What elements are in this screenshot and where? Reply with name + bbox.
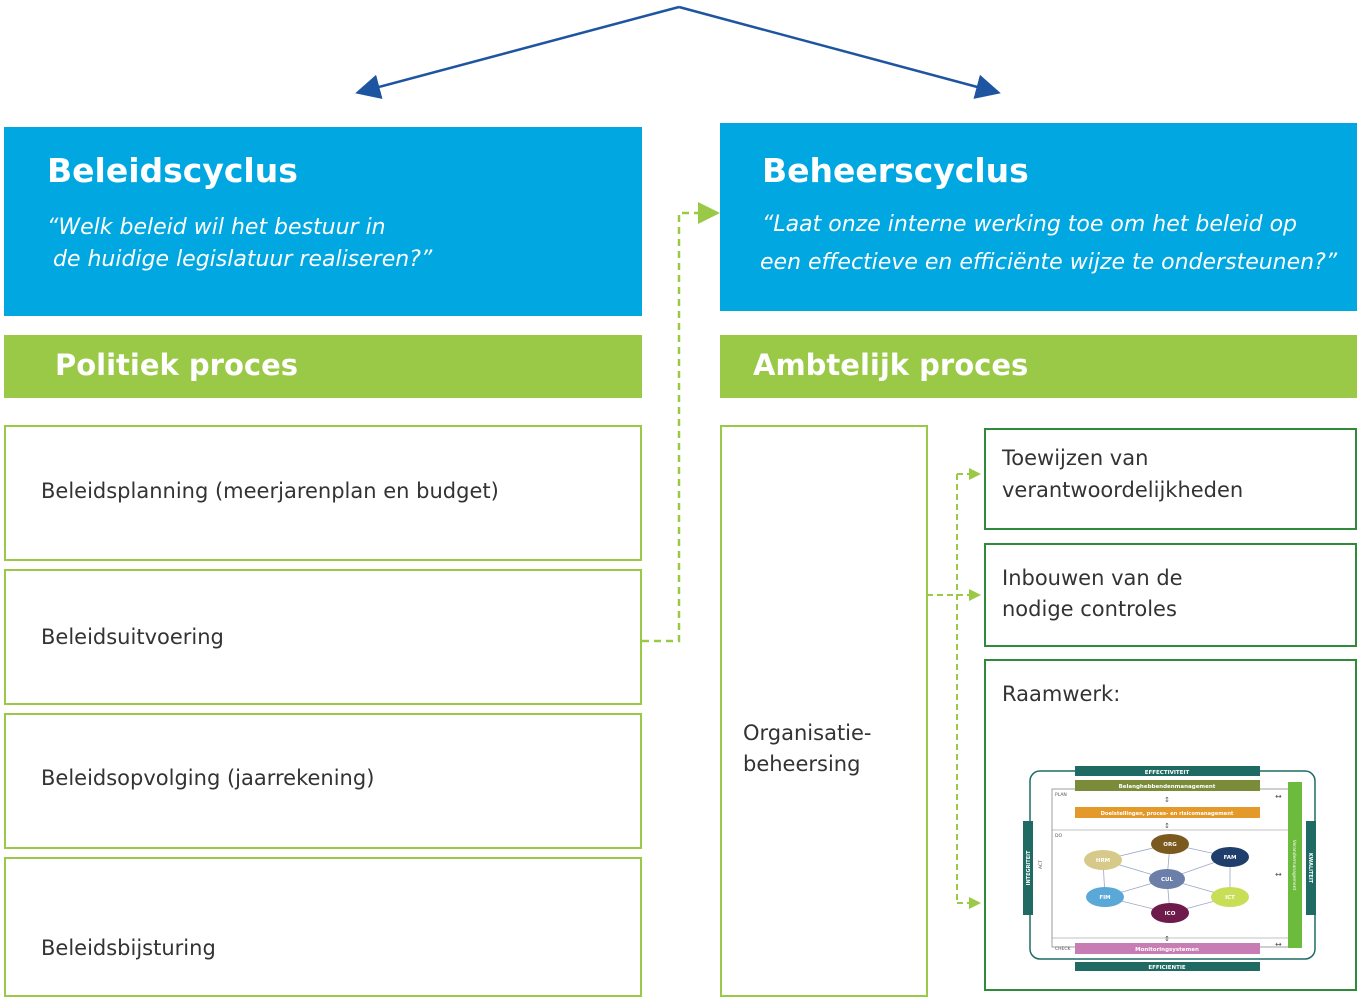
beleid-item-4: Beleidsbijsturing xyxy=(4,857,642,997)
top-split-arrows xyxy=(355,5,1001,99)
monitoring-bar xyxy=(1075,943,1260,954)
doelstellingen-bar xyxy=(1075,807,1260,818)
check-label: CHECK xyxy=(1055,946,1072,952)
node-fam-label: FAM xyxy=(1224,855,1237,861)
raamwerk-label: Raamwerk: xyxy=(1002,682,1121,706)
beleidscyclus-quote-line1: “Welk beleid wil het bestuur in xyxy=(47,215,386,240)
beleidscyclus-title: Beleidscyclus xyxy=(47,151,298,190)
node-ict-label: ICT xyxy=(1225,895,1235,901)
kwaliteit-bar xyxy=(1306,821,1316,915)
updown-arrow-1: ↕ xyxy=(1164,796,1170,804)
node-org xyxy=(1151,834,1189,854)
beleid-item-label: Beleidsuitvoering xyxy=(41,625,224,649)
controles-line2: nodige controles xyxy=(1002,597,1177,621)
beleid-item-label: Beleidsopvolging (jaarrekening) xyxy=(41,766,375,790)
leftright-arrow-1: ↔ xyxy=(1275,792,1282,801)
toewijzen-line1: Toewijzen van xyxy=(1002,446,1149,470)
politiek-proces-label: Politiek proces xyxy=(55,348,299,382)
plan-label: PLAN xyxy=(1055,792,1067,798)
organisatiebeheersing-box: Organisatie- beheersing xyxy=(720,425,928,997)
efficientie-label: EFFICIENTIE xyxy=(1148,965,1186,971)
node-org-label: ORG xyxy=(1163,842,1177,848)
arrow-head-sub2 xyxy=(969,589,981,601)
arrow-head-main xyxy=(698,202,720,224)
belanghebbenden-bar xyxy=(1075,780,1260,791)
updown-arrow-2: ↕ xyxy=(1164,822,1170,830)
node-hrm xyxy=(1084,850,1122,870)
verandermanagement-bar xyxy=(1288,782,1302,948)
organisatiebeheersing-line2: beheersing xyxy=(743,752,861,776)
doelstellingen-label: Doelstellingen, proces- en risicomanagem… xyxy=(1101,811,1234,817)
ambtelijk-proces-label: Ambtelijk proces xyxy=(753,348,1029,382)
raamwerk-box: Raamwerk: EFFECTIVITEIT EFFICIENTIE INTE… xyxy=(984,659,1357,991)
beleidscyclus-box: Beleidscyclus “Welk beleid wil het bestu… xyxy=(4,127,642,316)
integriteit-bar xyxy=(1023,821,1033,915)
node-hrm-label: HRM xyxy=(1096,858,1110,864)
dashed-connector-main xyxy=(642,211,700,643)
effectiviteit-label: EFFECTIVITEIT xyxy=(1145,770,1190,776)
arrow-head-sub1 xyxy=(969,468,981,480)
beleid-item-3: Beleidsopvolging (jaarrekening) xyxy=(4,713,642,849)
toewijzen-line2: verantwoordelijkheden xyxy=(1002,478,1244,502)
node-fim xyxy=(1086,887,1124,907)
dashed-connector-branches xyxy=(927,473,970,904)
updown-arrow-3: ↕ xyxy=(1164,935,1170,943)
node-cul xyxy=(1149,869,1185,889)
monitoring-label: Monitoringsystemen xyxy=(1135,947,1199,953)
leftright-arrow-2: ↔ xyxy=(1275,870,1282,879)
beheerscyclus-quote-line1: “Laat onze interne werking toe om het be… xyxy=(762,212,1298,237)
beheerscyclus-quote-line2: een effectieve en efficiënte wijze te on… xyxy=(760,250,1338,275)
controles-box: Inbouwen van de nodige controles xyxy=(984,543,1357,647)
node-ico-label: ICO xyxy=(1165,911,1176,917)
node-ict xyxy=(1211,887,1249,907)
node-fim-label: FIM xyxy=(1099,895,1110,901)
node-ico xyxy=(1151,903,1189,923)
beheerscyclus-box: Beheerscyclus “Laat onze interne werking… xyxy=(720,123,1357,311)
kwaliteit-label: KWALITEIT xyxy=(1307,853,1313,884)
organisatiebeheersing-line1: Organisatie- xyxy=(743,721,872,745)
controles-line1: Inbouwen van de xyxy=(1002,566,1183,590)
arrow-head-sub3 xyxy=(969,897,981,909)
beheerscyclus-title: Beheerscyclus xyxy=(762,151,1029,190)
do-label: DO xyxy=(1055,833,1062,839)
beleid-item-label: Beleidsbijsturing xyxy=(41,936,216,960)
beleid-item-1: Beleidsplanning (meerjarenplan en budget… xyxy=(4,425,642,561)
beleid-item-label: Beleidsplanning (meerjarenplan en budget… xyxy=(41,479,499,503)
politiek-proces-bar: Politiek proces xyxy=(4,335,642,398)
efficientie-bar xyxy=(1075,962,1260,971)
ambtelijk-proces-bar: Ambtelijk proces xyxy=(720,335,1357,398)
beleid-item-2: Beleidsuitvoering xyxy=(4,569,642,705)
node-cul-label: CUL xyxy=(1161,877,1174,883)
verandermanagement-label: Verandermanagement xyxy=(1291,840,1297,891)
effectiviteit-bar xyxy=(1075,766,1260,776)
act-label: ACT xyxy=(1038,860,1044,869)
beleidscyclus-quote-line2: de huidige legislatuur realiseren?” xyxy=(53,247,433,272)
integriteit-label: INTEGRITEIT xyxy=(1026,850,1032,885)
framework-diagram: EFFECTIVITEIT EFFICIENTIE INTEGRITEIT KW… xyxy=(1023,766,1316,971)
belanghebbenden-label: Belanghebbendenmanagement xyxy=(1119,784,1216,790)
leftright-arrow-3: ↔ xyxy=(1275,940,1282,949)
toewijzen-box: Toewijzen van verantwoordelijkheden xyxy=(984,428,1357,530)
node-fam xyxy=(1211,847,1249,867)
framework-outer-frame xyxy=(1029,770,1316,960)
